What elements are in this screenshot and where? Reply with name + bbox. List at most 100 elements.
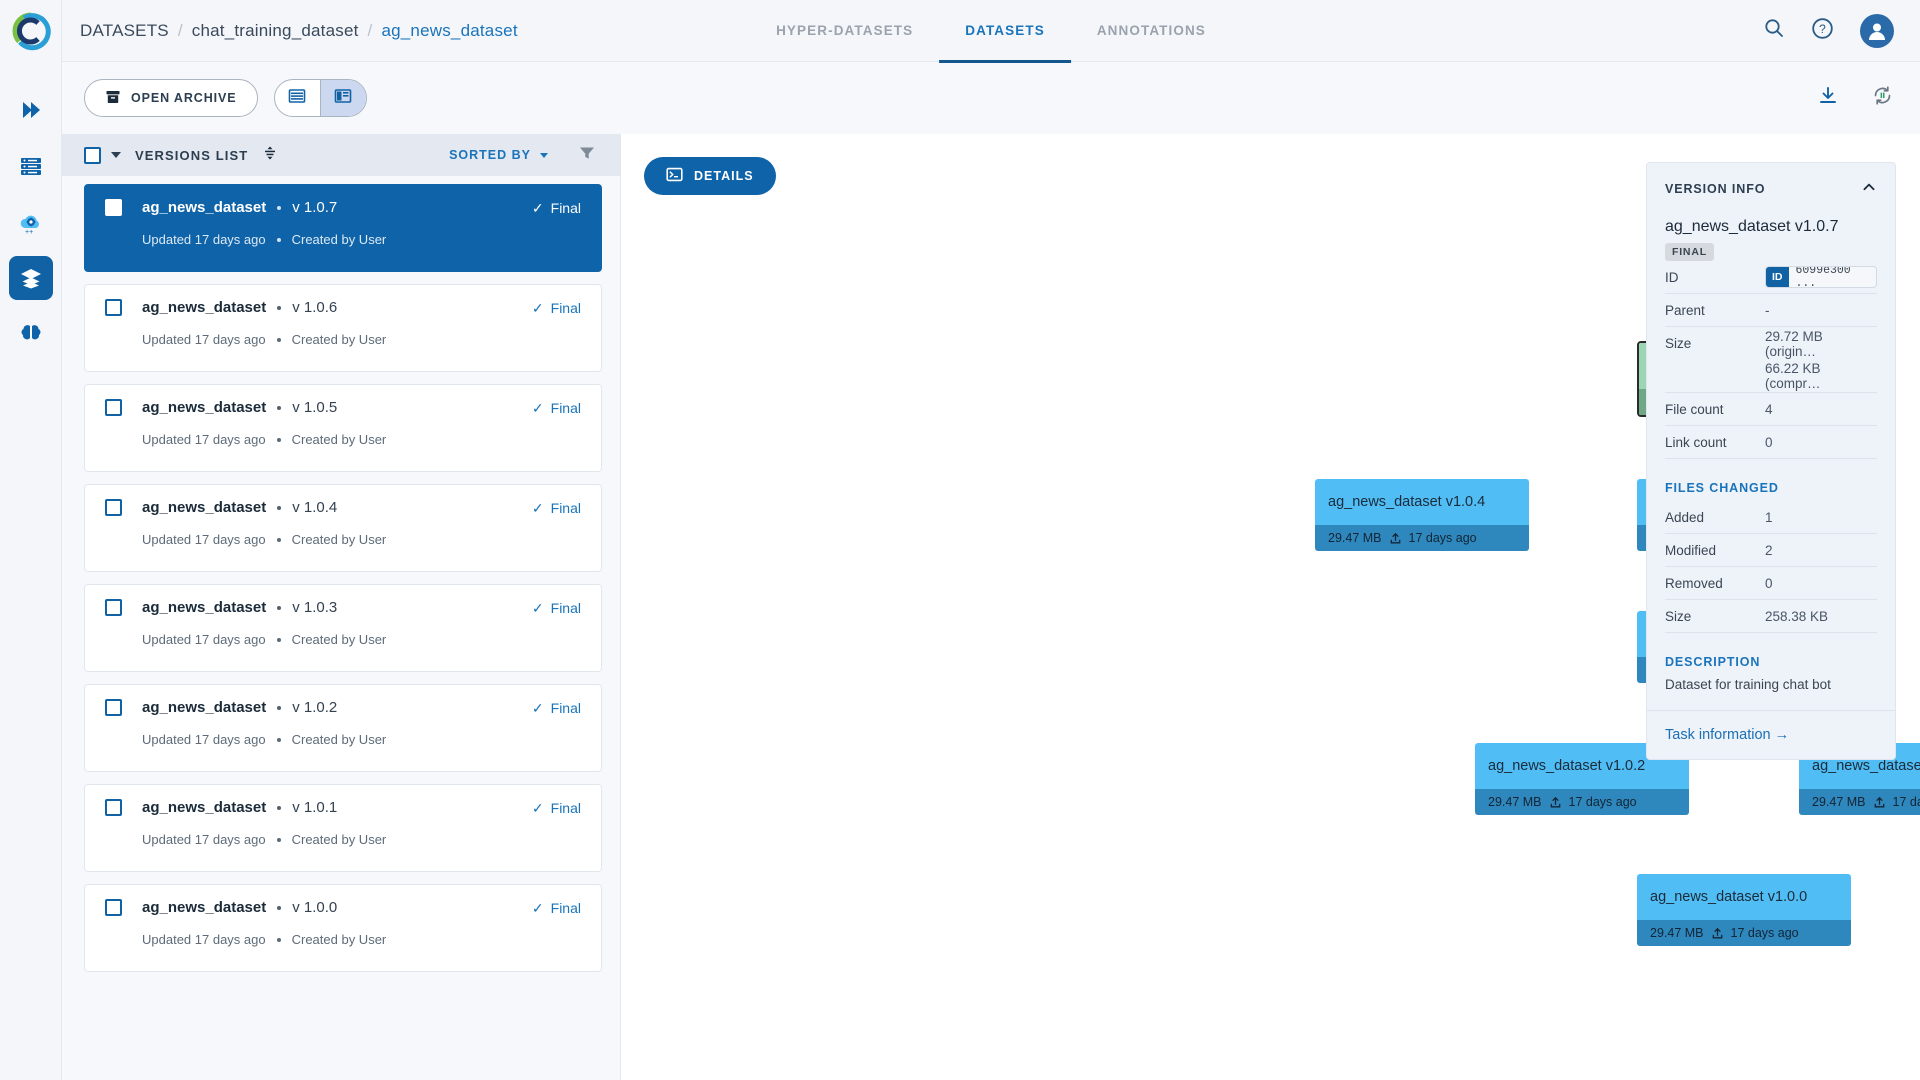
version-checkbox[interactable]: [105, 199, 122, 216]
chevron-down-icon[interactable]: [111, 152, 121, 158]
status-badge: ✓Final: [532, 600, 581, 616]
version-dataset-name: ag_news_dataset: [142, 699, 267, 716]
separator-dot: [277, 205, 282, 210]
status-badge: ✓ Final: [532, 300, 581, 316]
node-time: 17 days ago: [1730, 926, 1799, 940]
breadcrumb-item-1[interactable]: chat_training_dataset: [191, 20, 359, 40]
sidebar-item-models[interactable]: [9, 312, 53, 356]
table-view-button[interactable]: [275, 80, 320, 116]
search-icon[interactable]: [1763, 17, 1785, 44]
info-key: Removed: [1665, 575, 1723, 591]
version-name: ag_news_dataset v1.0.7: [1665, 218, 1839, 235]
status-label: Final: [550, 199, 581, 216]
status-badge: ✓Final: [532, 900, 581, 916]
node-time: 17 days ago: [1892, 795, 1920, 809]
files-changed-header: FILES CHANGED: [1665, 481, 1779, 495]
status-badge: ✓Final: [532, 400, 581, 416]
terminal-icon: [666, 166, 683, 186]
separator-dot: [277, 305, 282, 310]
status-label: Final: [550, 299, 581, 316]
info-key: File count: [1665, 401, 1724, 417]
download-icon[interactable]: [1817, 85, 1839, 112]
version-updated: Updated 17 days ago: [142, 932, 266, 947]
graph-node-v1-0-0[interactable]: ag_news_dataset v1.0.0 29.47 MB 17 days …: [1637, 874, 1851, 946]
task-information-link[interactable]: Task information →: [1647, 710, 1895, 759]
upload-icon: [1711, 927, 1724, 940]
node-title: ag_news_dataset v1.0.0: [1637, 874, 1851, 920]
table-view-icon: [288, 87, 306, 110]
select-all-checkbox[interactable]: [84, 146, 101, 164]
version-number: v 1.0.5: [292, 399, 338, 416]
version-creator: Created by User: [291, 532, 387, 547]
info-value: 66.22 KB (compr…: [1765, 361, 1821, 391]
separator-dot: [276, 437, 281, 442]
status-label: Final: [550, 399, 581, 416]
info-value: 0: [1765, 434, 1773, 450]
graph-node-v1-0-2[interactable]: ag_news_dataset v1.0.2 29.47 MB 17 days …: [1475, 743, 1689, 815]
version-creator: Created by User: [291, 632, 387, 647]
version-dataset-name: ag_news_dataset: [142, 199, 267, 216]
version-updated: Updated 17 days ago: [142, 732, 266, 747]
check-icon: ✓: [531, 299, 544, 316]
check-icon: ✓: [531, 599, 544, 616]
info-value: -: [1765, 302, 1770, 318]
version-checkbox[interactable]: [105, 899, 122, 916]
chevron-up-icon[interactable]: [1861, 179, 1877, 198]
breadcrumb-item-0[interactable]: DATASETS: [80, 20, 169, 40]
tab-annotations[interactable]: ANNOTATIONS: [1096, 22, 1206, 38]
info-row-id: ID ID 6099e300 ...: [1665, 261, 1877, 294]
separator-dot: [276, 737, 281, 742]
tab-hyper-datasets[interactable]: HYPER-DATASETS: [776, 22, 914, 38]
graph-node-v1-0-4[interactable]: ag_news_dataset v1.0.4 29.47 MB 17 days …: [1315, 479, 1529, 551]
version-creator: Created by User: [291, 932, 387, 947]
version-dataset-name: ag_news_dataset: [142, 399, 267, 416]
breadcrumb-item-2[interactable]: ag_news_dataset: [381, 20, 518, 40]
version-checkbox[interactable]: [105, 599, 122, 616]
tab-datasets[interactable]: DATASETS: [939, 1, 1071, 63]
sidebar-item-pipelines[interactable]: [9, 88, 53, 132]
sidebar-item-datasets[interactable]: [8, 256, 53, 300]
action-bar-right: [1817, 84, 1894, 112]
version-number: v 1.0.6: [292, 299, 338, 316]
sorted-by-label: SORTED BY: [449, 148, 531, 162]
details-button[interactable]: DETAILS: [644, 157, 776, 195]
version-checkbox[interactable]: [105, 699, 122, 716]
status-label: Final: [550, 699, 581, 716]
version-number: v 1.0.2: [292, 699, 338, 716]
open-archive-button[interactable]: OPEN ARCHIVE: [84, 79, 258, 117]
version-updated: Updated 17 days ago: [142, 532, 266, 547]
version-checkbox[interactable]: [105, 399, 122, 416]
user-avatar[interactable]: [1860, 13, 1894, 48]
version-dataset-name: ag_news_dataset: [142, 899, 267, 916]
version-graph: DETAILS: [621, 134, 1920, 1080]
info-value: 29.72 MB (origin…: [1765, 328, 1823, 359]
version-updated: Updated 17 days ago: [142, 832, 266, 847]
check-icon: ✓: [531, 699, 544, 716]
description-text: Dataset for training chat bot: [1665, 677, 1831, 692]
filter-icon[interactable]: [578, 144, 596, 167]
sorted-by-button[interactable]: SORTED BY: [449, 148, 548, 162]
id-pill[interactable]: ID 6099e300 ...: [1765, 266, 1877, 288]
double-chevron-right-icon: [18, 97, 44, 123]
version-checkbox[interactable]: [105, 499, 122, 516]
version-checkbox[interactable]: [105, 799, 122, 816]
sort-icon[interactable]: [262, 145, 278, 166]
sidebar-item-workers[interactable]: [9, 144, 53, 188]
help-icon[interactable]: ?: [1811, 17, 1834, 45]
version-checkbox[interactable]: [105, 299, 122, 316]
auto-refresh-icon[interactable]: [1871, 84, 1894, 112]
sidebar-item-resources[interactable]: ++: [9, 200, 53, 244]
clearml-logo[interactable]: [0, 0, 61, 62]
separator-dot: [276, 537, 281, 542]
split-view-button[interactable]: [320, 80, 366, 116]
svg-text:++: ++: [25, 229, 33, 235]
